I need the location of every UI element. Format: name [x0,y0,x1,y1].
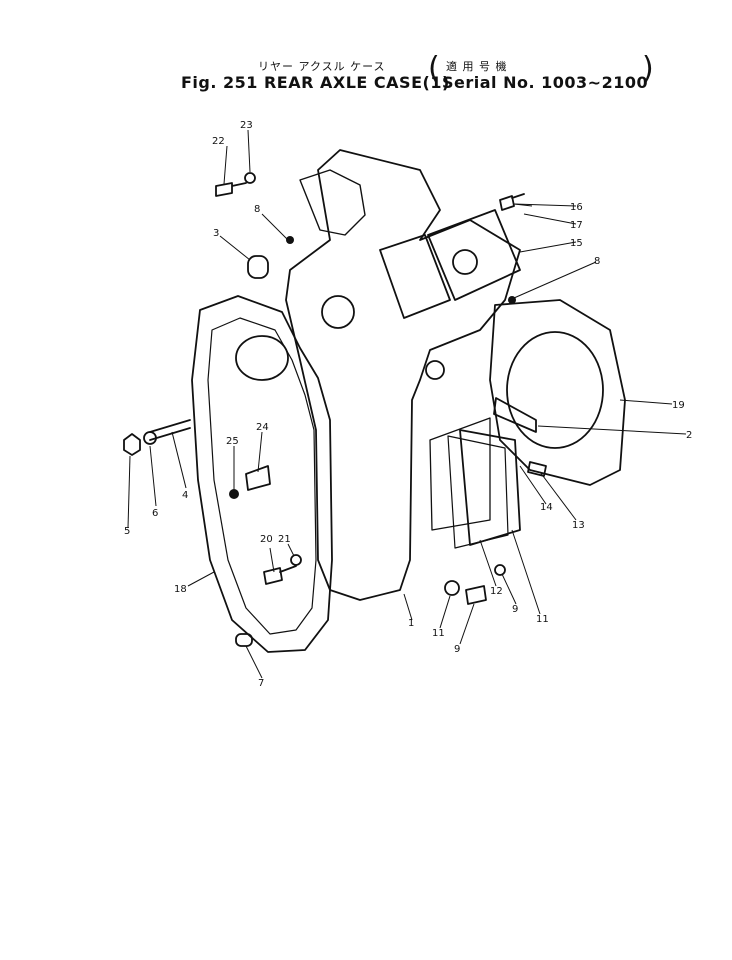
callout-9: 9 [512,604,518,615]
bushing-3 [247,255,269,279]
callout-23: 22 [212,136,225,147]
callout-24: 23 [240,120,253,131]
figure-title: Fig. 251 REAR AXLE CASE(1) [181,73,450,92]
case-bore-left [321,295,355,329]
case-body [285,149,521,601]
callout-labels: 22 23 8 3 16 17 15 8 19 2 25 24 4 6 5 14… [124,120,692,689]
bolt-21 [263,565,297,585]
top-cover-16 [427,209,521,301]
callout-8-top: 8 [254,204,260,215]
callout-26: 25 [226,436,239,447]
callout-10: 9 [454,644,460,655]
callout-17: 16 [570,202,583,213]
washer-6 [143,431,157,445]
case-upper-housing [299,169,366,236]
callout-1: 1 [408,618,414,629]
callout-15: 14 [540,502,553,513]
callout-19: 18 [174,584,187,595]
callout-5: 5 [124,526,130,537]
washer-11 [444,580,460,596]
callout-12: 11 [536,614,549,625]
plug-8-top [286,236,294,244]
callout-20: 19 [672,400,685,411]
bolt-26 [229,489,239,499]
left-gasket-inner [207,317,317,635]
bolt-23 [215,182,247,197]
washer-22 [290,554,302,566]
washer-24 [244,172,256,184]
callout-3: 3 [213,228,219,239]
callout-14: 13 [572,520,585,531]
paren-close: ) [642,51,654,86]
case-side-cover-frame [429,417,491,531]
title-japanese: リヤー アクスル ケース [258,60,386,73]
callout-18: 17 [570,220,583,231]
plug-2 [493,397,537,433]
case-bore-small [425,360,445,380]
right-gasket [489,299,626,486]
bracket-25 [245,465,271,491]
paren-open: ( [428,51,440,86]
right-gasket-bore [506,331,604,449]
bolt-14 [527,461,547,477]
side-cover-plate [459,429,521,546]
callout-22: 21 [278,534,291,545]
nut-5 [123,433,141,456]
left-gasket [191,295,333,653]
callout-25: 24 [256,422,269,433]
callout-6: 6 [152,508,158,519]
leader-lines [127,129,687,679]
callout-7: 7 [258,678,264,689]
top-cover-inner [379,234,451,319]
plug-10 [465,585,487,605]
callout-16: 15 [570,238,583,249]
serial-range: Serial No. 1003~2100 [442,73,649,92]
left-gasket-bore [235,335,289,381]
dowel-7 [235,633,253,647]
serial-japanese: 適 用 号 機 [446,60,508,73]
callout-11: 11 [432,628,445,639]
bolt-17 [499,193,525,211]
plug-9 [494,564,506,576]
side-cover-gasket [447,435,509,549]
callout-8-right: 8 [594,256,600,267]
callout-13: 12 [490,586,503,597]
callout-2: 2 [686,430,692,441]
callout-4: 4 [182,490,188,501]
callout-21: 20 [260,534,273,545]
top-cover-plug [452,249,478,275]
